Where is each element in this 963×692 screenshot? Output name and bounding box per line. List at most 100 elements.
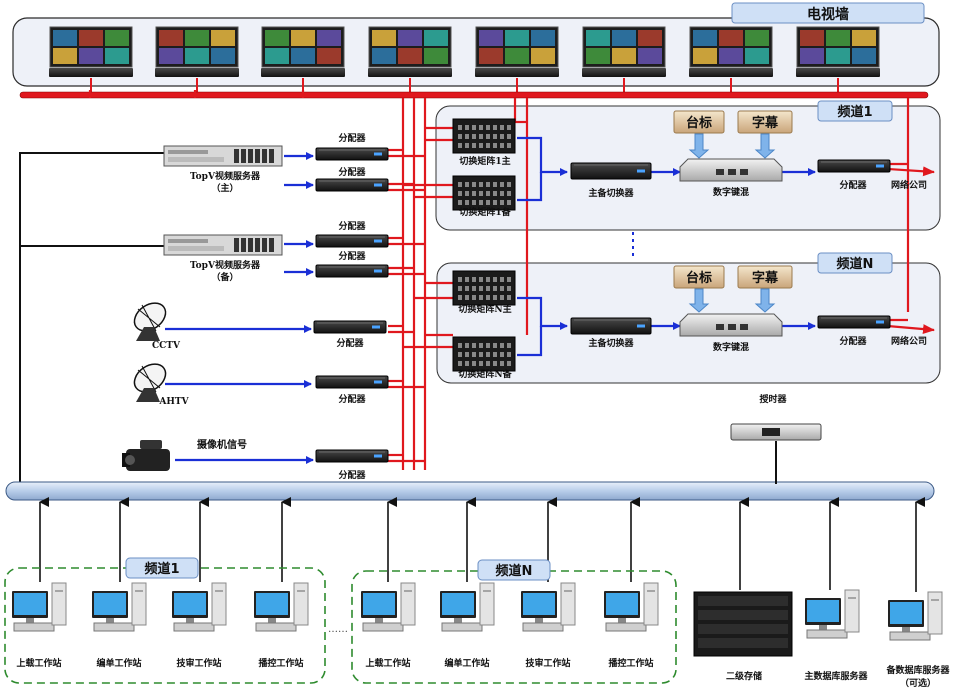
red-bus — [19, 91, 929, 99]
main-db-server — [805, 589, 860, 639]
subtitle-tag-n-text: 字幕 — [752, 270, 779, 286]
switcher-n-label: 主备切换器 — [588, 337, 634, 349]
matrix-n-backup — [452, 336, 516, 372]
storage-label: 二级存储 — [726, 670, 762, 682]
standby-switcher-1 — [570, 162, 652, 180]
backup-db-label: 备数据库服务器 — [885, 664, 950, 676]
workstation-chn-1 — [361, 582, 416, 632]
matrix-n-main — [452, 270, 516, 306]
workstation-chn-4 — [604, 582, 659, 632]
video-server-main-sub: （主） — [211, 182, 238, 194]
output-distributor-n-label: 分配器 — [839, 335, 867, 347]
tv-wall-title-tab — [731, 2, 925, 24]
satellite-dish-cctv — [133, 302, 167, 341]
workstation-chn-label: 编单工作站 — [444, 657, 489, 669]
matrix-1-backup-label: 切换矩阵1备 — [459, 206, 511, 218]
distributor-label: 分配器 — [338, 250, 366, 262]
output-arrow-na — [887, 324, 935, 335]
distributor-4 — [315, 264, 389, 278]
logo-tag-1: 台标 — [673, 110, 725, 134]
distributor-label: 分配器 — [338, 132, 366, 144]
subtitle-tag-n: 字幕 — [737, 265, 793, 289]
channel1-title-tab — [817, 100, 893, 122]
tv-monitor — [796, 26, 880, 93]
workgroupn-title: 频道N — [496, 563, 533, 579]
output-distributor-1 — [817, 159, 891, 173]
channeln-title-tab — [817, 252, 893, 274]
logo-tag-1-text: 台标 — [686, 115, 712, 131]
secondary-storage — [693, 591, 793, 657]
logo-tag-n: 台标 — [673, 265, 725, 289]
left-network-lines — [19, 152, 165, 485]
workstation-ch1-label: 上载工作站 — [16, 657, 61, 669]
workstation-ch1-4 — [254, 582, 309, 632]
workstation-chn-label: 上载工作站 — [365, 657, 410, 669]
digital-keyer-1 — [679, 158, 783, 182]
backup-db-server — [888, 591, 943, 641]
distributor-ahtv — [315, 375, 389, 389]
distributor-1 — [315, 147, 389, 161]
main-db-label: 主数据库服务器 — [804, 670, 868, 682]
ahtv-label: AHTV — [158, 397, 189, 407]
workgroupn-title-tab — [477, 559, 551, 581]
workstation-chn-label: 技审工作站 — [525, 657, 570, 669]
digital-keyer-n — [679, 313, 783, 337]
standby-switcher-n — [570, 317, 652, 335]
matrix-1-main — [452, 118, 516, 154]
output-n-label: 网络公司 — [891, 335, 927, 347]
tv-monitor — [475, 26, 559, 93]
satellite-dish-ahtv — [133, 363, 167, 402]
tv-wall-title: 电视墙 — [807, 6, 849, 23]
insert-arrow — [754, 133, 776, 159]
logo-tag-n-text: 台标 — [686, 270, 712, 286]
video-server-backup-sub: （备） — [211, 271, 238, 283]
output-1-label: 网络公司 — [891, 179, 927, 191]
switcher-1-label: 主备切换器 — [588, 187, 634, 199]
workstation-chn-2 — [440, 582, 495, 632]
matrix-1-backup — [452, 175, 516, 211]
keyer-1-label: 数字键混 — [713, 186, 749, 198]
distributor-label: 分配器 — [336, 337, 364, 349]
subtitle-tag-1: 字幕 — [737, 110, 793, 134]
matrix-n-main-label: 切换矩阵N主 — [458, 303, 511, 315]
output-arrow-1a — [887, 166, 935, 177]
cctv-label: CCTV — [152, 341, 181, 351]
distributor-label: 分配器 — [338, 393, 366, 405]
workstation-ch1-3 — [172, 582, 227, 632]
tv-monitor — [155, 26, 239, 93]
workgroup-ellipsis: …… — [328, 624, 348, 635]
video-server-main — [163, 145, 283, 167]
tv-monitor — [582, 26, 666, 93]
output-distributor-n — [817, 315, 891, 329]
tv-monitor — [368, 26, 452, 93]
network-bus — [5, 481, 935, 501]
camera-label: 摄像机信号 — [197, 438, 247, 451]
camera-icon — [122, 440, 170, 471]
workgroup1-title: 频道1 — [144, 561, 179, 577]
distributor-cctv — [313, 320, 387, 334]
workstation-ch1-label: 编单工作站 — [96, 657, 141, 669]
channel1-title: 频道1 — [837, 104, 872, 120]
distributor-label: 分配器 — [338, 220, 366, 232]
output-distributor-1-label: 分配器 — [839, 179, 867, 191]
insert-arrow — [688, 133, 710, 159]
distributor-camera — [315, 449, 389, 463]
tv-monitor — [689, 26, 773, 93]
video-server-main-label: TopV视频服务器 — [190, 170, 261, 182]
backup-db-sub: （可选） — [900, 677, 936, 689]
insert-arrow — [688, 288, 710, 313]
subtitle-tag-1-text: 字幕 — [752, 115, 779, 131]
video-server-backup-label: TopV视频服务器 — [190, 259, 261, 271]
matrix-1-main-label: 切换矩阵1主 — [459, 155, 510, 167]
keyer-n-label: 数字键混 — [713, 341, 749, 353]
red-wiring — [88, 90, 910, 470]
workstation-ch1-2 — [92, 582, 147, 632]
distributor-2 — [315, 178, 389, 192]
workstation-ch1-label: 播控工作站 — [258, 657, 303, 669]
insert-arrow — [754, 288, 776, 313]
matrix-n-backup-label: 切换矩阵N备 — [458, 368, 512, 380]
tv-monitor — [261, 26, 345, 93]
workstation-ch1-label: 技审工作站 — [176, 657, 221, 669]
blue-signals — [165, 136, 816, 464]
